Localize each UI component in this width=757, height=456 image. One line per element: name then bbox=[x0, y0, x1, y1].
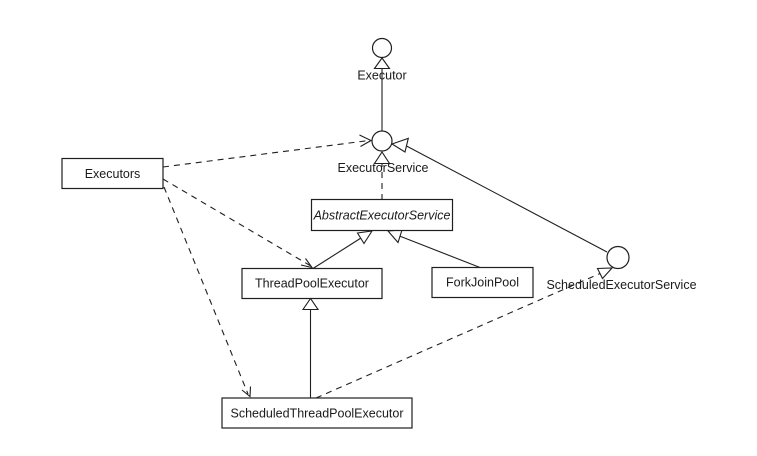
interface-circle-icon bbox=[371, 37, 393, 59]
edge-executors-to-executorservice bbox=[162, 134, 373, 168]
hollow-triangle-icon bbox=[356, 230, 374, 245]
hollow-triangle-icon bbox=[373, 150, 391, 165]
node-executors: Executors bbox=[61, 157, 164, 190]
node-executors-label: Executors bbox=[85, 167, 141, 181]
interface-circle-icon bbox=[371, 130, 393, 152]
edge-executors-to-threadpoolexecutor bbox=[162, 178, 314, 269]
edge-scheduledthreadpoolexecutor-to-scheduledexecutorservice bbox=[315, 267, 614, 399]
edge-executors-to-scheduledthreadpoolexecutor bbox=[163, 186, 252, 398]
node-executor-label: Executor bbox=[357, 69, 406, 83]
hollow-triangle-icon bbox=[373, 57, 391, 70]
edge-forkjoinpool-to-abstractexecutorservice bbox=[386, 229, 481, 269]
node-threadpoolexecutor: ThreadPoolExecutor bbox=[241, 267, 383, 300]
node-forkjoinpool: ForkJoinPool bbox=[431, 266, 534, 299]
node-executorservice-label: ExecutorService bbox=[337, 161, 428, 175]
node-abstractexecutorservice: AbstractExecutorService bbox=[310, 198, 454, 232]
node-scheduledthreadpoolexecutor-label: ScheduledThreadPoolExecutor bbox=[230, 407, 403, 421]
node-scheduledexecutorservice: ScheduledExecutorService bbox=[546, 245, 697, 292]
edge-executorservice-to-executor bbox=[373, 57, 391, 131]
edge-abstractexecutorservice-to-executorservice bbox=[373, 150, 391, 200]
node-executor: Executor bbox=[357, 37, 407, 83]
hollow-triangle-icon bbox=[390, 137, 410, 153]
hollow-triangle-icon bbox=[386, 229, 403, 244]
edge-scheduledexecutorservice-to-executorservice bbox=[390, 137, 608, 253]
hollow-triangle-icon bbox=[596, 267, 614, 280]
node-executorservice: ExecutorService bbox=[337, 130, 429, 175]
open-arrow-icon bbox=[241, 386, 252, 398]
interface-circle-icon bbox=[606, 245, 630, 270]
edge-threadpoolexecutor-to-abstractexecutorservice bbox=[312, 230, 374, 269]
hollow-triangle-icon bbox=[301, 297, 320, 311]
node-threadpoolexecutor-label: ThreadPoolExecutor bbox=[255, 277, 369, 291]
edge-scheduledthreadpoolexecutor-to-threadpoolexecutor bbox=[301, 297, 320, 398]
open-arrow-icon bbox=[300, 258, 314, 269]
node-scheduledthreadpoolexecutor: ScheduledThreadPoolExecutor bbox=[221, 397, 413, 429]
node-abstractexecutorservice-label: AbstractExecutorService bbox=[313, 209, 451, 223]
open-arrow-icon bbox=[359, 134, 373, 147]
node-scheduledexecutorservice-label: ScheduledExecutorService bbox=[546, 278, 696, 292]
node-forkjoinpool-label: ForkJoinPool bbox=[446, 276, 519, 290]
